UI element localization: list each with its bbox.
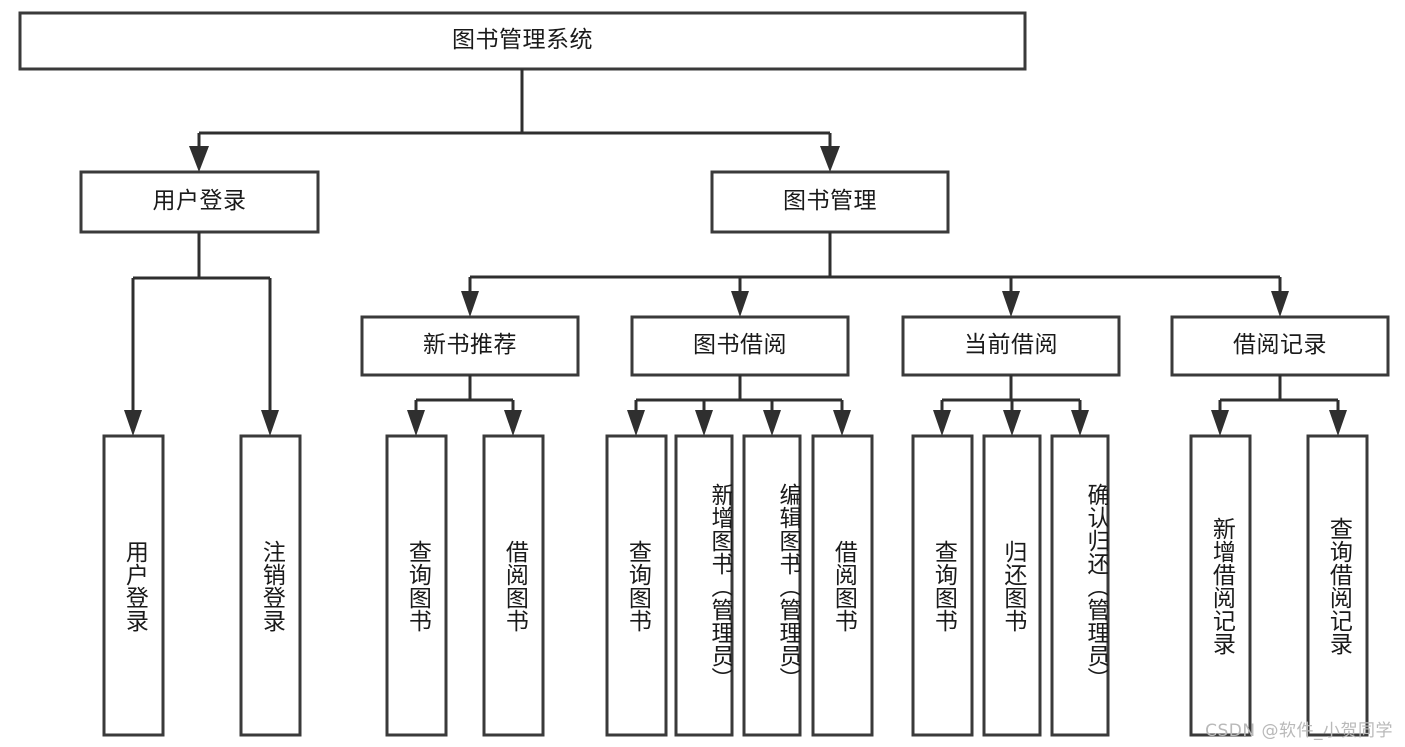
leaf-box-new-book-1[interactable]: [482, 434, 545, 737]
arrow-head-leaf-user-login-0: [124, 410, 142, 436]
arrow-head-leaf-current-borrow-0: [933, 410, 951, 436]
leaf-box-current-borrow-2[interactable]: [1050, 434, 1110, 737]
arrow-head-leaf-new-book-0: [407, 410, 425, 436]
leaf-box-current-borrow-1[interactable]: [982, 434, 1042, 737]
node-box-new-book-recommend[interactable]: [360, 315, 580, 377]
arrow-head-leaf-book-borrow-1: [695, 410, 713, 436]
node-box-book-management[interactable]: [710, 170, 950, 234]
leaf-box-current-borrow-0[interactable]: [911, 434, 974, 737]
node-box-borrow-record[interactable]: [1170, 315, 1390, 377]
leaf-box-book-borrow-3[interactable]: [811, 434, 874, 737]
arrow-head-leaf-book-borrow-0: [627, 410, 645, 436]
arrow-head-leaf-borrow-record-1: [1329, 410, 1347, 436]
arrow-head-leaf-book-borrow-2: [763, 410, 781, 436]
arrow-head-new-book-recommend: [461, 291, 479, 317]
node-box-current-borrow[interactable]: [901, 315, 1121, 377]
leaf-box-new-book-0[interactable]: [385, 434, 448, 737]
arrow-head-borrow-record: [1271, 291, 1289, 317]
arrow-head-leaf-new-book-1: [504, 410, 522, 436]
arrow-head-leaf-book-borrow-3: [833, 410, 851, 436]
arrow-head-leaf-borrow-record-0: [1211, 410, 1229, 436]
arrow-head-book-management: [820, 146, 840, 172]
leaf-box-borrow-record-1[interactable]: [1306, 434, 1369, 737]
node-box-user-login[interactable]: [79, 170, 320, 234]
arrow-head-current-borrow: [1002, 291, 1020, 317]
leaf-box-book-borrow-2[interactable]: [742, 434, 802, 737]
leaf-box-book-borrow-1[interactable]: [674, 434, 734, 737]
leaf-box-book-borrow-0[interactable]: [605, 434, 668, 737]
node-box-root[interactable]: [18, 11, 1027, 71]
leaf-box-user-login-1[interactable]: [239, 434, 302, 737]
arrow-head-leaf-current-borrow-2: [1071, 410, 1089, 436]
arrow-head-leaf-current-borrow-1: [1003, 410, 1021, 436]
arrow-head-user-login: [189, 146, 209, 172]
arrow-head-book-borrow: [731, 291, 749, 317]
arrow-head-leaf-user-login-1: [261, 410, 279, 436]
leaf-box-borrow-record-0[interactable]: [1189, 434, 1252, 737]
node-box-book-borrow[interactable]: [630, 315, 850, 377]
leaf-box-user-login-0[interactable]: [102, 434, 165, 737]
